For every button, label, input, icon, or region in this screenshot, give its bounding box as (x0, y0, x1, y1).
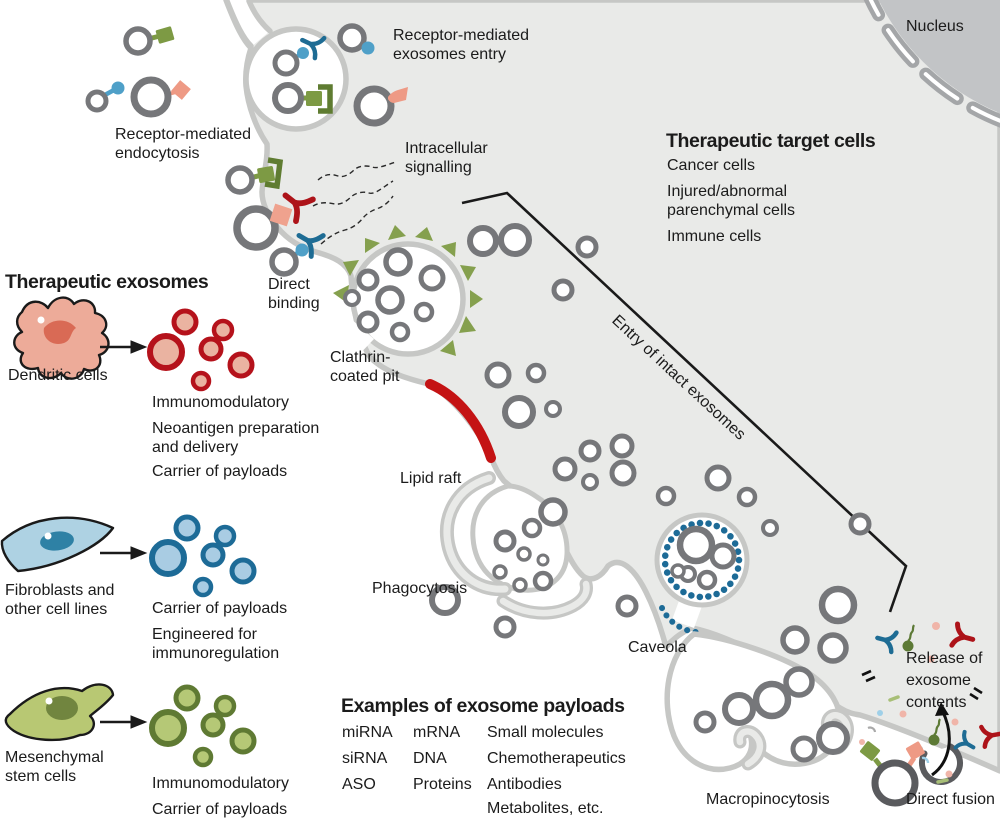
payload-ball-icon (902, 624, 915, 652)
release-label-3: contents (906, 694, 967, 711)
payload-item: ASO (342, 776, 376, 793)
blue-exosome-cluster (149, 514, 257, 598)
target-item: Cancer cells (667, 157, 756, 174)
green-exosome-cluster (149, 684, 257, 768)
dendritic-cell-icon (13, 296, 110, 380)
exosome-salmon-ligand-icon (130, 76, 191, 118)
green-receptor-binding-icon (225, 157, 284, 195)
arrow-icons (100, 340, 148, 729)
intracellular-signalling-lines (312, 161, 397, 245)
fibroblast-property: Carrier of payloads (152, 600, 288, 617)
intracellular-label: Intracellular (405, 140, 488, 157)
direct-binding-label: Direct (268, 276, 310, 293)
nucleus (863, 0, 1000, 128)
clathrin-label: Clathrin- (330, 349, 391, 366)
mesenchymal-property: Carrier of payloads (152, 801, 288, 818)
payloads-heading: Examples of exosome payloads (341, 695, 625, 717)
lipid-raft-label: Lipid raft (400, 470, 462, 487)
nucleus-label: Nucleus (906, 18, 964, 35)
payload-item: mRNA (413, 724, 461, 741)
endocytosis-label: Receptor-mediated (115, 126, 252, 143)
payload-item: Antibodies (487, 776, 562, 793)
dendritic-property: Immunomodulatory (152, 394, 289, 411)
clathrin-label-2: coated pit (330, 368, 400, 385)
target-item: Injured/abnormal (667, 183, 788, 200)
payload-item: DNA (413, 750, 447, 767)
target-item: Immune cells (667, 228, 762, 245)
clathrin-triangles (333, 225, 483, 356)
dendritic-property: and delivery (152, 439, 239, 456)
entry-salmon-ligand-icon (353, 85, 408, 127)
pocket-blue-binding-icon (272, 35, 327, 77)
endocytosis-label-2: endocytosis (115, 145, 200, 162)
direct-fusion-label: Direct fusion (906, 791, 995, 808)
payload-item: Metabolites, etc. (487, 800, 604, 817)
intracellular-label-2: signalling (405, 159, 472, 176)
therapeutic-exosomes-heading: Therapeutic exosomes (5, 271, 209, 293)
payload-item: Chemotherapeutics (487, 750, 626, 767)
receptor-entry-label-2: exosomes entry (393, 46, 506, 63)
red-exosome-cluster (147, 308, 255, 392)
free-exosomes-gray (343, 223, 872, 763)
exosome-green-ligand-icon (123, 26, 175, 56)
mesenchymal-label-2: stem cells (5, 768, 77, 785)
direct-fusion-site (859, 702, 1000, 807)
ligand-exosomes (85, 23, 408, 277)
mesenchymal-label: Mesenchymal (5, 749, 104, 766)
payload-ball-icon (928, 718, 941, 746)
pocket-green-binding-icon (272, 82, 333, 114)
payload-item: miRNA (342, 724, 393, 741)
fibroblast-label: Fibroblasts and (5, 582, 115, 599)
phagocytosis-label: Phagocytosis (372, 580, 468, 597)
exosome-blue-ligand-icon (85, 81, 125, 113)
entry-blue-ligand-icon (337, 23, 375, 55)
fibroblast-label-2: other cell lines (5, 601, 108, 618)
direct-binding-label-2: binding (268, 295, 320, 312)
entry-of-intact-exosomes-line (461, 191, 908, 613)
red-receptor-binding-icon (233, 192, 316, 251)
macropinocytosis-label: Macropinocytosis (706, 791, 830, 808)
fibroblast-cell-icon (0, 516, 115, 573)
fusing-exosome-icon (859, 741, 925, 807)
mesenchymal-cell-icon (4, 683, 115, 742)
payload-item: Small molecules (487, 724, 604, 741)
mesenchymal-property: Immunomodulatory (152, 775, 289, 792)
target-cells-heading: Therapeutic target cells (666, 130, 876, 152)
payload-item: Proteins (413, 776, 472, 793)
dendritic-property: Carrier of payloads (152, 463, 288, 480)
fibroblast-property: Engineered for (152, 626, 257, 643)
receptor-entry-label: Receptor-mediated (393, 27, 530, 44)
blue-receptor-binding-icon (269, 233, 326, 277)
dendritic-property: Neoantigen preparation (152, 420, 320, 437)
release-label: Release of (906, 650, 983, 667)
lipid-raft-arc (425, 379, 496, 463)
fibroblast-property: immunoregulation (152, 645, 280, 662)
caveola-label: Caveola (628, 639, 687, 656)
dendritic-label: Dendritic cells (8, 367, 108, 384)
target-item: parenchymal cells (667, 202, 796, 219)
release-contents-particles (859, 621, 983, 745)
payload-item: siRNA (342, 750, 388, 767)
release-label-2: exosome (906, 672, 971, 689)
